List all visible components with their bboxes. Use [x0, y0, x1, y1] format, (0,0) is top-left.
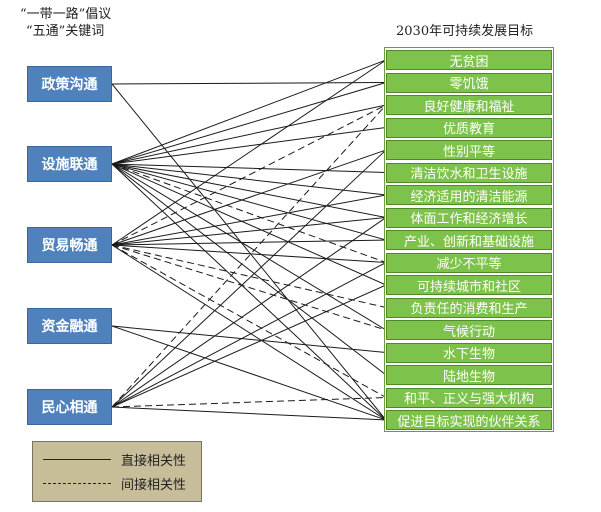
direct-link-line	[111, 217, 387, 246]
dashed-line-swatch	[43, 482, 111, 484]
legend-direct: 直接相关性	[43, 451, 187, 469]
indirect-link-line	[111, 244, 387, 308]
direct-link-line	[111, 239, 387, 246]
direct-link-line	[111, 82, 387, 85]
direct-link-line	[111, 284, 387, 408]
direct-link-line	[111, 262, 387, 408]
direct-link-line	[111, 163, 387, 196]
sdg-box-13: 气候行动	[386, 320, 552, 340]
bri-header: “一带一路”倡议 “五通”关键词	[20, 6, 111, 40]
legend-indirect: 间接相关性	[43, 475, 187, 493]
legend-indirect-label: 间接相关性	[121, 477, 187, 493]
bri-box-finance: 资金融通	[27, 308, 112, 344]
sdg-box-15: 陆地生物	[386, 365, 552, 385]
bri-box-people: 民心相通	[27, 389, 112, 425]
indirect-link-line	[111, 104, 387, 246]
direct-link-line	[111, 406, 387, 421]
indirect-link-line	[111, 244, 387, 331]
direct-link-line	[111, 217, 387, 408]
sdg-box-4: 优质教育	[386, 117, 552, 138]
direct-link-line	[111, 163, 387, 421]
sdg-box-7: 经济适用的清洁能源	[386, 185, 552, 205]
bri-box-trade: 贸易畅通	[27, 227, 112, 263]
sdg-box-8: 体面工作和经济增长	[386, 207, 552, 228]
indirect-link-line	[111, 244, 387, 398]
sdg-box-2: 零饥饿	[386, 72, 552, 93]
bri-header-line2: “五通”关键词	[26, 24, 105, 39]
direct-link-line	[111, 163, 387, 173]
direct-link-line	[111, 127, 387, 165]
direct-link-line	[111, 325, 387, 421]
direct-link-line	[111, 83, 387, 421]
sdg-box-17: 促进目标实现的伙伴关系	[386, 410, 552, 430]
indirect-link-line	[111, 397, 387, 408]
direct-link-line	[111, 163, 387, 331]
direct-link-line	[111, 59, 387, 246]
direct-link-line	[111, 104, 387, 165]
direct-link-line	[111, 163, 387, 218]
indirect-link-line	[111, 104, 387, 408]
sdg-box-1: 无贫困	[386, 50, 552, 70]
sdg-box-16: 和平、正义与强大机构	[386, 387, 552, 408]
direct-link-line	[111, 149, 387, 408]
sdg-box-10: 减少不平等	[386, 252, 552, 273]
sdg-box-12: 负责任的消费和生产	[386, 297, 552, 318]
bri-header-line1: “一带一路”倡议	[20, 7, 112, 22]
indirect-link-line	[111, 163, 387, 263]
bri-box-facilities: 设施联通	[27, 146, 112, 182]
sdg-box-3: 良好健康和福祉	[386, 95, 552, 115]
legend: 直接相关性 间接相关性	[32, 441, 202, 502]
direct-link-line	[111, 59, 387, 165]
direct-link-line	[111, 244, 387, 421]
direct-link-line	[111, 82, 387, 165]
sdg-box-6: 清洁饮水和卫生设施	[386, 162, 552, 183]
direct-link-line	[111, 244, 387, 263]
solid-line-swatch	[43, 458, 111, 460]
direct-link-line	[111, 325, 387, 353]
sdg-box-5: 性别平等	[386, 140, 552, 160]
direct-link-line	[111, 149, 387, 246]
legend-direct-label: 直接相关性	[121, 453, 187, 469]
direct-link-line	[111, 163, 387, 286]
sdg-box-9: 产业、创新和基础设施	[386, 230, 552, 250]
direct-link-line	[111, 194, 387, 246]
sdg-box-14: 水下生物	[386, 342, 552, 363]
sdg-header: 2030年可持续发展目标	[396, 24, 534, 39]
direct-link-line	[111, 163, 387, 241]
bri-box-policy: 政策沟通	[27, 66, 112, 102]
sdg-box-11: 可持续城市和社区	[386, 275, 552, 295]
direct-link-line	[111, 163, 387, 376]
